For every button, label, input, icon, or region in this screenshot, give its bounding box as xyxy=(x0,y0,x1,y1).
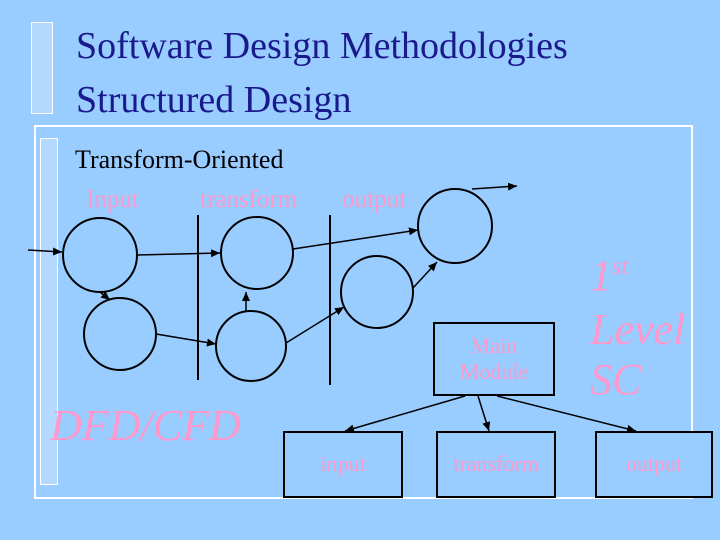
dfd-label-input: Input xyxy=(86,186,139,213)
dfd-bubble-3 xyxy=(220,216,294,290)
main-module-box: Main Module xyxy=(433,322,555,396)
output-module-box: output xyxy=(595,431,713,498)
dfd-bubble-1 xyxy=(62,217,138,293)
slide-title-line-1: Software Design Methodologies xyxy=(76,25,568,67)
dfd-bubble-2 xyxy=(83,297,157,371)
sc-caption: SC xyxy=(590,355,642,404)
sc-link-input xyxy=(344,395,466,433)
dfd-label-transform: transform xyxy=(200,186,298,213)
dfd-bubble-6 xyxy=(417,188,493,264)
content-panel xyxy=(34,125,693,499)
flow-arrow-in xyxy=(27,247,63,256)
flow-arrow-5-6 xyxy=(412,261,438,289)
title-accent-bar xyxy=(31,22,53,114)
dfd-bubble-5 xyxy=(340,255,414,329)
first-level-caption: 1st xyxy=(590,250,628,301)
flow-arrow-3-6 xyxy=(292,227,419,250)
sc-link-transform xyxy=(477,395,491,432)
flow-arrow-1-3 xyxy=(136,249,221,258)
sc-link-output xyxy=(496,395,637,433)
transform-module-box: transform xyxy=(436,431,556,498)
dfd-bubble-4 xyxy=(215,310,287,382)
flow-arrow-2-4 xyxy=(155,333,217,347)
first-number: 1 xyxy=(590,251,612,300)
slide-title-line-2: Structured Design xyxy=(76,79,352,121)
input-module-box: input xyxy=(283,431,403,498)
dfd-label-output: output xyxy=(342,186,406,213)
level-caption: Level xyxy=(590,305,686,354)
flow-arrow-4-5 xyxy=(285,306,345,344)
subtitle: Transform-Oriented xyxy=(75,145,284,174)
flow-arrow-out xyxy=(471,182,518,191)
dfd-cfd-caption: DFD/CFD xyxy=(50,401,241,450)
first-suffix: st xyxy=(612,254,629,280)
content-accent-bar xyxy=(40,138,58,485)
flow-arrow-1-2 xyxy=(99,291,111,301)
